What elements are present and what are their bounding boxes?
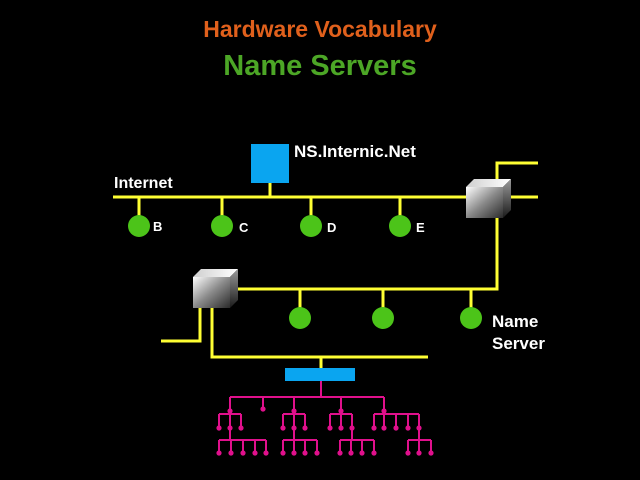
page-title: Name Servers <box>223 50 417 82</box>
tree-endpoint <box>263 450 269 456</box>
tree-endpoint <box>371 425 377 431</box>
tree-endpoint <box>338 425 344 431</box>
lower-bus-cable <box>210 308 428 359</box>
tree-endpoint <box>302 425 308 431</box>
tree-endpoint <box>216 425 222 431</box>
tree-endpoint <box>280 450 286 456</box>
tree-endpoint <box>405 450 411 456</box>
ns-internic-server <box>251 144 289 183</box>
tree-endpoint <box>216 450 222 456</box>
tree-endpoint <box>416 450 422 456</box>
node-e <box>389 215 411 237</box>
tree-endpoint <box>291 450 297 456</box>
name-server-label-line1: Name <box>492 312 539 331</box>
tree-endpoint <box>338 408 344 414</box>
tree-endpoint <box>381 408 387 414</box>
tree-endpoint <box>238 425 244 431</box>
node-d <box>300 215 322 237</box>
tree-network <box>218 381 432 452</box>
tree-endpoints <box>216 406 434 456</box>
tree-endpoint <box>349 425 355 431</box>
tree-endpoint <box>291 425 297 431</box>
subtitle: Hardware Vocabulary <box>203 16 437 42</box>
node-c <box>211 215 233 237</box>
internet-label: Internet <box>114 175 173 192</box>
right-upper-cable <box>495 161 538 182</box>
tree-endpoint <box>260 406 266 412</box>
cables <box>113 161 538 369</box>
server-boxes <box>251 144 355 381</box>
node-label-b: B <box>153 219 163 234</box>
tree-endpoint <box>327 425 333 431</box>
node-b <box>128 215 150 237</box>
nodes <box>128 215 482 329</box>
left-stub-cable <box>161 308 202 343</box>
router-right-icon <box>466 179 511 218</box>
tree-endpoint <box>359 450 365 456</box>
tree-endpoint <box>280 425 286 431</box>
tree-endpoint <box>302 450 308 456</box>
tree-endpoint <box>291 408 297 414</box>
tree-endpoint <box>393 425 399 431</box>
tree-endpoint <box>228 450 234 456</box>
tree-endpoint <box>240 450 246 456</box>
tree-endpoint <box>416 425 422 431</box>
lan-node-2 <box>372 307 394 329</box>
local-server <box>285 368 355 381</box>
tree-endpoint <box>314 450 320 456</box>
tree-endpoint <box>337 450 343 456</box>
lan-node-1 <box>289 307 311 329</box>
tree-endpoint <box>227 408 233 414</box>
name-server-label: Name Server <box>492 311 545 355</box>
name-server-label-line2: Server <box>492 334 545 353</box>
router-left-icon <box>193 269 238 308</box>
node-label-e: E <box>416 220 425 235</box>
tree-endpoint <box>227 425 233 431</box>
tree-endpoint <box>405 425 411 431</box>
tree-endpoint <box>381 425 387 431</box>
tree-endpoint <box>428 450 434 456</box>
tree-endpoint <box>252 450 258 456</box>
node-label-d: D <box>327 220 337 235</box>
tree-endpoint <box>348 450 354 456</box>
name-server-node <box>460 307 482 329</box>
right-vertical-cable <box>236 213 499 291</box>
tree-endpoint <box>371 450 377 456</box>
ns-internic-label: NS.Internic.Net <box>294 142 416 161</box>
node-label-c: C <box>239 220 249 235</box>
